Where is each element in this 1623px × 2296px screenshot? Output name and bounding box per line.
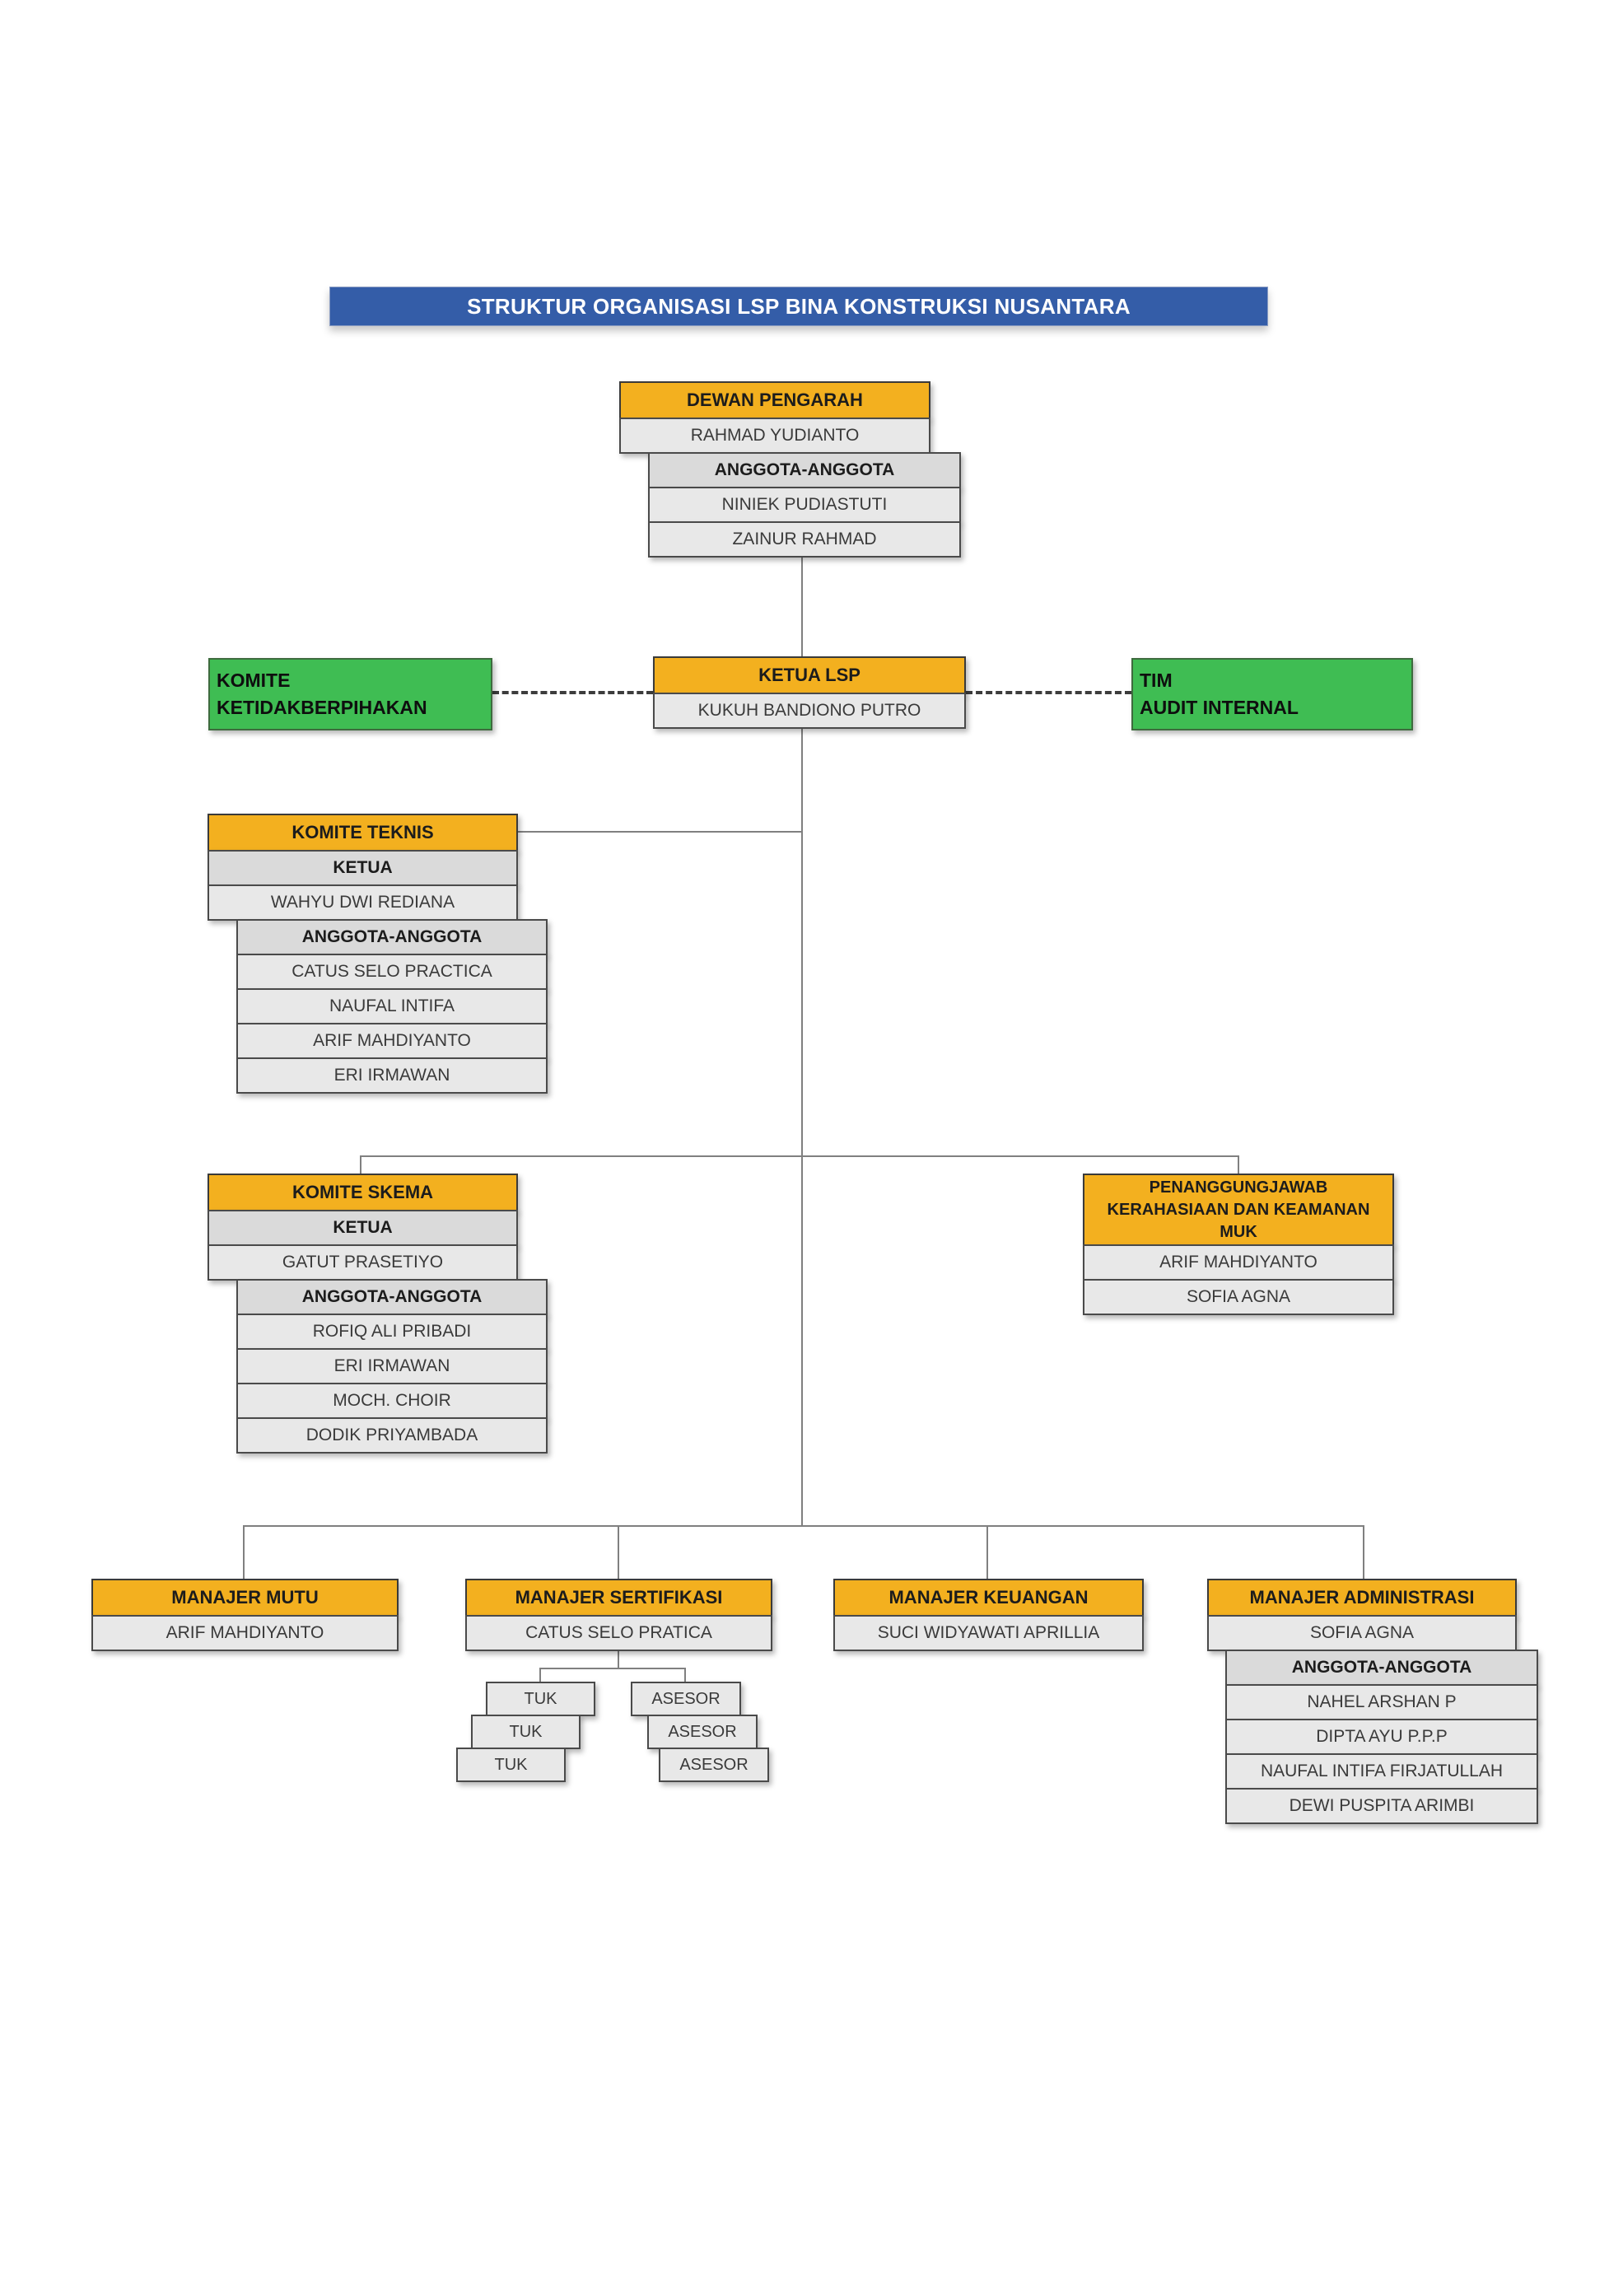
connector-dashed-ketidakberpihakan bbox=[492, 691, 653, 694]
manajer-administrasi-anggota-4: DEWI PUSPITA ARIMBI bbox=[1225, 1788, 1538, 1824]
tim-audit-internal-line2: AUDIT INTERNAL bbox=[1140, 697, 1299, 719]
manajer-administrasi-name: SOFIA AGNA bbox=[1207, 1615, 1517, 1651]
komite-teknis-anggota-2: NAUFAL INTIFA bbox=[236, 988, 548, 1024]
connector-managers-horizontal bbox=[243, 1525, 1364, 1527]
manajer-keuangan-name: SUCI WIDYAWATI APRILLIA bbox=[833, 1615, 1144, 1651]
manajer-administrasi-anggota-3: NAUFAL INTIFA FIRJATULLAH bbox=[1225, 1753, 1538, 1790]
dewan-pengarah-anggota-2: ZAINUR RAHMAD bbox=[648, 521, 961, 558]
tuk-box-1: TUK bbox=[486, 1682, 595, 1716]
komite-teknis-anggota-header: ANGGOTA-ANGGOTA bbox=[236, 919, 548, 955]
connector-drop-komite-skema bbox=[360, 1155, 361, 1175]
komite-ketidakberpihakan-line2: KETIDAKBERPIHAKAN bbox=[217, 697, 427, 719]
connector-central-vertical bbox=[801, 729, 803, 1526]
komite-skema-anggota-header: ANGGOTA-ANGGOTA bbox=[236, 1279, 548, 1315]
connector-tuk-asesor-bracket bbox=[539, 1668, 686, 1669]
connector-drop-manajer-sertifikasi bbox=[618, 1525, 619, 1580]
penanggungjawab-muk-name-2: SOFIA AGNA bbox=[1083, 1279, 1394, 1315]
komite-skema-header: KOMITE SKEMA bbox=[208, 1174, 518, 1211]
connector-sertifikasi-down bbox=[618, 1651, 619, 1669]
connector-komite-teknis bbox=[516, 831, 802, 833]
komite-teknis-anggota-1: CATUS SELO PRACTICA bbox=[236, 954, 548, 990]
manajer-mutu-name: ARIF MAHDIYANTO bbox=[91, 1615, 399, 1651]
komite-teknis-ketua-label: KETUA bbox=[208, 850, 518, 886]
manajer-sertifikasi-name: CATUS SELO PRATICA bbox=[465, 1615, 772, 1651]
connector-stub-tuk bbox=[539, 1668, 541, 1683]
komite-teknis-header: KOMITE TEKNIS bbox=[208, 814, 518, 852]
komite-ketidakberpihakan-box: KOMITE KETIDAKBERPIHAKAN bbox=[208, 658, 492, 730]
komite-teknis-anggota-3: ARIF MAHDIYANTO bbox=[236, 1023, 548, 1059]
manajer-mutu-header: MANAJER MUTU bbox=[91, 1579, 399, 1617]
manajer-administrasi-header: MANAJER ADMINISTRASI bbox=[1207, 1579, 1517, 1617]
komite-skema-ketua-label: KETUA bbox=[208, 1210, 518, 1246]
penanggungjawab-muk-name-1: ARIF MAHDIYANTO bbox=[1083, 1244, 1394, 1281]
komite-skema-anggota-2: ERI IRMAWAN bbox=[236, 1348, 548, 1384]
manajer-keuangan-header: MANAJER KEUANGAN bbox=[833, 1579, 1144, 1617]
tuk-box-2: TUK bbox=[471, 1715, 581, 1749]
penanggungjawab-muk-header: PENANGGUNGJAWAB KERAHASIAAN DAN KEAMANAN… bbox=[1083, 1174, 1394, 1246]
dewan-pengarah-header: DEWAN PENGARAH bbox=[619, 381, 930, 419]
asesor-box-2: ASESOR bbox=[647, 1715, 758, 1749]
manajer-administrasi-anggota-1: NAHEL ARSHAN P bbox=[1225, 1684, 1538, 1720]
connector-drop-manajer-keuangan bbox=[986, 1525, 988, 1580]
connector-dashed-audit-internal bbox=[966, 691, 1131, 694]
komite-skema-anggota-4: DODIK PRIYAMBADA bbox=[236, 1417, 548, 1454]
dewan-pengarah-ketua: RAHMAD YUDIANTO bbox=[619, 418, 930, 454]
tim-audit-internal-line1: TIM bbox=[1140, 670, 1173, 692]
manajer-administrasi-anggota-2: DIPTA AYU P.P.P bbox=[1225, 1719, 1538, 1755]
tuk-box-3: TUK bbox=[456, 1748, 566, 1782]
manajer-administrasi-anggota-header: ANGGOTA-ANGGOTA bbox=[1225, 1650, 1538, 1686]
connector-skema-penanggungjawab-horizontal bbox=[360, 1155, 1239, 1157]
connector-drop-penanggungjawab bbox=[1238, 1155, 1239, 1175]
komite-ketidakberpihakan-line1: KOMITE bbox=[217, 670, 291, 692]
connector-stub-asesor bbox=[684, 1668, 686, 1683]
asesor-box-3: ASESOR bbox=[659, 1748, 769, 1782]
komite-skema-ketua: GATUT PRASETIYO bbox=[208, 1244, 518, 1281]
page-title: STRUKTUR ORGANISASI LSP BINA KONSTRUKSI … bbox=[329, 287, 1268, 326]
connector-drop-manajer-mutu bbox=[243, 1525, 245, 1580]
connector-drop-manajer-administrasi bbox=[1363, 1525, 1364, 1580]
komite-skema-anggota-1: ROFIQ ALI PRIBADI bbox=[236, 1314, 548, 1350]
tim-audit-internal-box: TIM AUDIT INTERNAL bbox=[1131, 658, 1413, 730]
asesor-box-1: ASESOR bbox=[631, 1682, 741, 1716]
dewan-pengarah-anggota-header: ANGGOTA-ANGGOTA bbox=[648, 452, 961, 488]
manajer-sertifikasi-header: MANAJER SERTIFIKASI bbox=[465, 1579, 772, 1617]
komite-teknis-anggota-4: ERI IRMAWAN bbox=[236, 1057, 548, 1094]
ketua-lsp-header: KETUA LSP bbox=[653, 656, 966, 694]
komite-teknis-ketua: WAHYU DWI REDIANA bbox=[208, 884, 518, 921]
connector-dewan-to-ketua bbox=[801, 558, 803, 656]
dewan-pengarah-anggota-1: NINIEK PUDIASTUTI bbox=[648, 487, 961, 523]
ketua-lsp-name: KUKUH BANDIONO PUTRO bbox=[653, 693, 966, 729]
komite-skema-anggota-3: MOCH. CHOIR bbox=[236, 1383, 548, 1419]
